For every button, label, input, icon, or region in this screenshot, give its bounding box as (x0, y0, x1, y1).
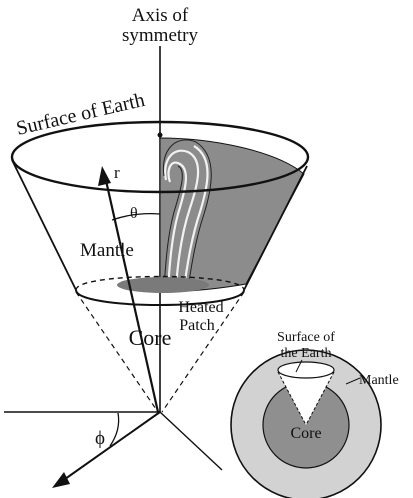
heated-patch (117, 277, 209, 293)
axis-label-line1: Axis of (132, 5, 189, 26)
core-boundary-back (75, 275, 245, 291)
mantle-label: Mantle (80, 240, 134, 261)
r-label: r (114, 163, 120, 182)
inset-surface-label-line1: Surface of (277, 330, 335, 345)
theta-label: θ (130, 205, 138, 222)
heated-label-line2: Patch (179, 317, 215, 334)
core-boundary-front (75, 289, 245, 306)
cone-right-side (243, 165, 308, 291)
inset-mantle-pointer (345, 377, 361, 385)
phi-label: ϕ (95, 428, 105, 449)
r-arrow-line (103, 175, 160, 413)
inset-mantle-label: Mantle (359, 373, 399, 388)
heated-label-line1: Heated (178, 299, 223, 316)
axis-label-line2: symmetry (122, 25, 198, 46)
cone-right-dashed (161, 291, 245, 413)
inset-earth (230, 349, 382, 498)
phi-arc (109, 412, 120, 447)
inset-core-label: Core (290, 425, 321, 442)
plume (164, 145, 209, 289)
azimuth-ray (57, 411, 161, 485)
cone-left-side (11, 159, 77, 291)
depth-ray (159, 411, 223, 471)
azimuth-arrow-head (52, 472, 70, 488)
r-arrow-head (98, 166, 111, 186)
surface-rim (10, 120, 310, 194)
core-label: Core (129, 325, 172, 350)
cone-left-dashed (75, 291, 159, 413)
plume-edges (162, 139, 212, 289)
inset-surface-label-line2: the Earth (281, 346, 332, 361)
inset-surface-pointer (295, 359, 303, 373)
inset-cone-shading (278, 372, 334, 425)
theta-arc (111, 212, 161, 221)
surface-label: Surface of Earth (14, 89, 147, 140)
inset-cone-top (277, 361, 335, 379)
axis-marker (157, 132, 163, 138)
